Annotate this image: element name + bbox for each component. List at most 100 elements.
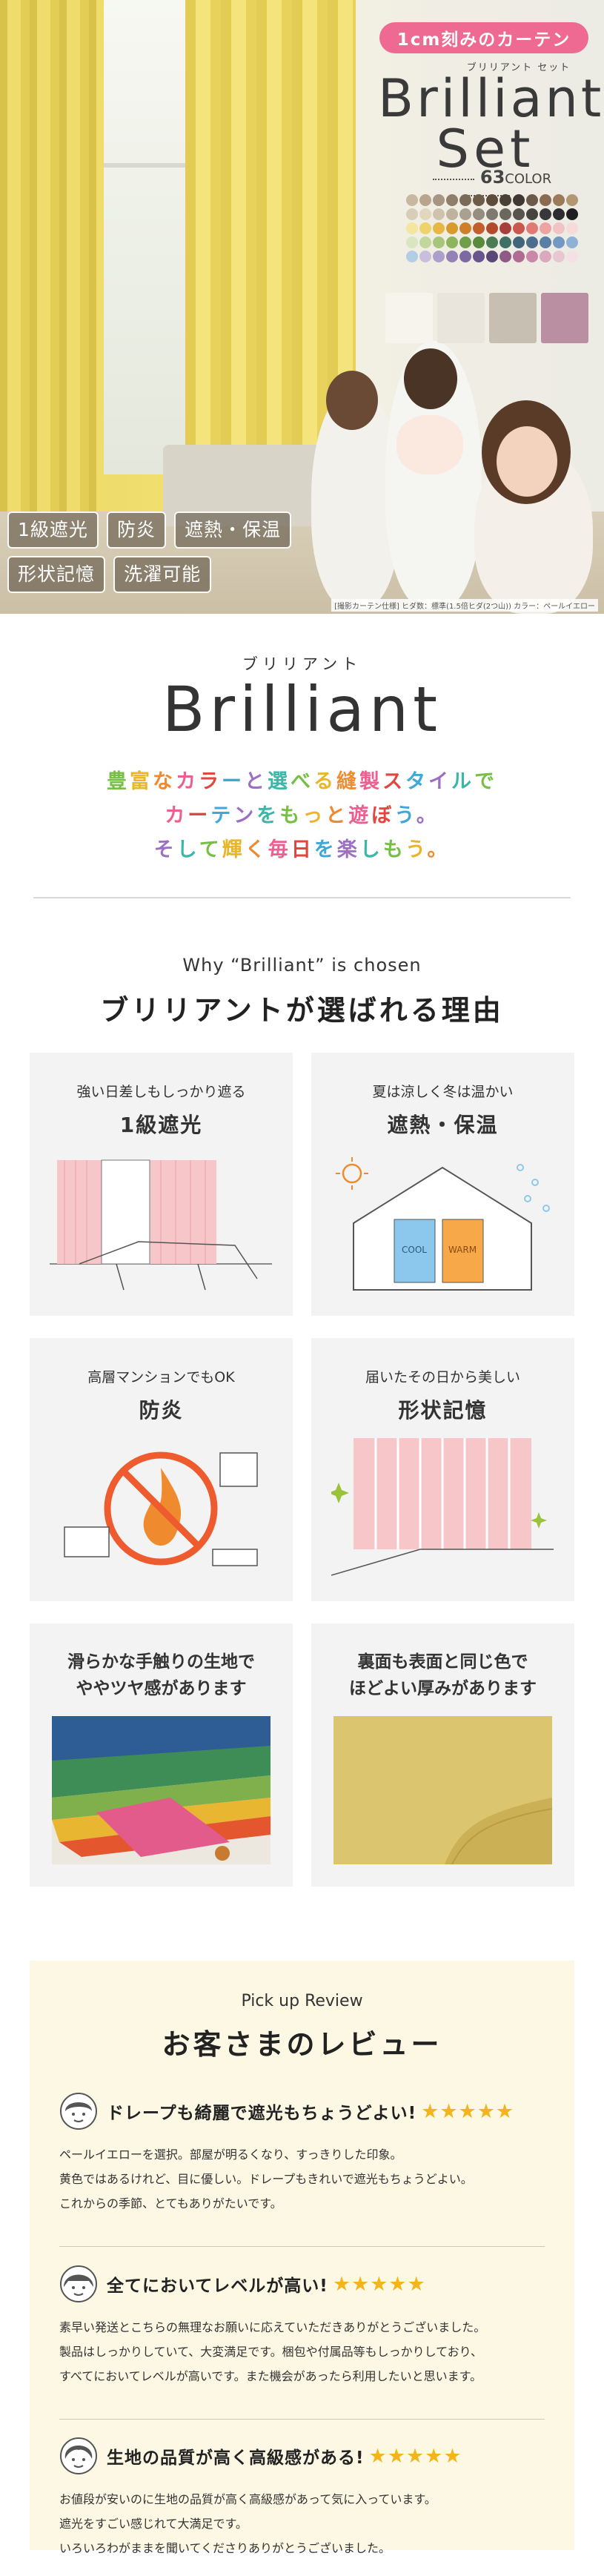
color-swatch [406, 236, 418, 248]
color-swatch [406, 222, 418, 234]
why-heading-en: Why “Brilliant” is chosen [182, 955, 422, 976]
color-swatch [500, 208, 511, 220]
fabric-sample [437, 293, 485, 343]
description-line: 裏面も表面と同じ色で [357, 1652, 528, 1672]
description-line: ほどよい厚みがあります [349, 1679, 537, 1698]
hero-brand-kana: ブリリアント セット [466, 62, 571, 73]
color-swatch [446, 236, 458, 248]
color-swatch [566, 251, 578, 262]
catchcopy-char: ぼ [371, 804, 395, 827]
hero-family-father-head [404, 348, 457, 409]
catchcopy-char: 。 [416, 804, 439, 827]
feature-tag-flameproof: 防炎 [107, 511, 167, 549]
review-heading: 生地の品質が高く高級感がある! [107, 2448, 365, 2468]
reason-card-title: 形状記憶 [398, 1398, 488, 1423]
fabric-reverse-photo [333, 1716, 552, 1864]
color-swatch [433, 208, 445, 220]
review-separator [59, 2246, 545, 2247]
color-swatch [500, 236, 511, 248]
catchcopy-char: で [474, 770, 497, 793]
catchcopy-char: 日 [291, 838, 314, 861]
reason-card-shape-memory: 届いたその日から美しい 形状記憶 [311, 1338, 574, 1601]
hero-tagline-pill: 1cm刻みのカーテン [379, 22, 588, 53]
review-heading: 全てにおいてレベルが高い! [107, 2277, 328, 2296]
catchcopy-char: カ [176, 770, 199, 793]
catchcopy-char: を [313, 838, 337, 861]
catchcopy-char: カ [165, 804, 188, 827]
color-swatch [446, 194, 458, 206]
catchcopy-char: べ [291, 770, 313, 793]
hero-family-baby [396, 415, 463, 474]
reason-card-flameproof: 高層マンションでもOK 防炎 [30, 1338, 293, 1601]
photo-caption: [撮影カーテン仕様] ヒダ数：標準(1.5倍ヒダ(2つ山)) カラー：ペールイエ… [331, 599, 598, 612]
color-swatch [540, 194, 551, 206]
reason-card-subtitle: 高層マンションでもOK [87, 1369, 235, 1385]
color-swatch [419, 208, 431, 220]
hero-window [104, 0, 185, 474]
color-swatch-grid [406, 194, 584, 262]
hero-color-count: 63COLOR [404, 167, 574, 203]
feature-tag-shape-memory: 形状記憶 [7, 556, 106, 593]
review-line: お値段が安いのに生地の品質が高く高級感があって気に入っています。 [59, 2492, 437, 2506]
color-swatch [526, 222, 538, 234]
feature-tag-blackout: 1級遮光 [7, 511, 99, 549]
blackout-curtain-illustration [50, 1153, 272, 1297]
intro-logo: Brilliant [162, 673, 442, 746]
review-line: 素早い発送とこちらの無理なお願いに応えていただきありがとうございました。 [59, 2320, 486, 2334]
color-swatch [540, 208, 551, 220]
catchcopy-char: ス [382, 770, 405, 793]
intro-brand-kana: ブリリアント [242, 655, 362, 673]
color-swatch [500, 251, 511, 262]
rating-stars: ★★★★★ [332, 2272, 426, 2296]
catchcopy-char: 毎 [268, 838, 291, 861]
fabric-sample [385, 293, 433, 343]
catchcopy-char: を [256, 804, 280, 827]
color-swatch [473, 251, 485, 262]
hero-section: 1cm刻みのカーテン ブリリアント セット Brilliant Set 63CO… [0, 0, 604, 614]
no-fire-illustration [64, 1451, 258, 1566]
catchcopy-char: タ [405, 770, 428, 793]
warm-label: WARM [448, 1245, 477, 1255]
color-swatch [513, 222, 525, 234]
fabric-sample [489, 293, 537, 343]
catchcopy-char: ン [233, 804, 257, 827]
color-swatch [553, 194, 565, 206]
reason-card-subtitle: 夏は涼しく冬は温かい [372, 1084, 514, 1100]
catchcopy-line-1: 豊富なカラーと選べる縫製スタイルで [0, 765, 604, 794]
sparkle-icon [331, 1483, 349, 1503]
reason-card-blackout: 強い日差しもしっかり遮る 1級遮光 [30, 1053, 293, 1316]
user-avatar-icon [60, 2437, 97, 2474]
reason-card-subtitle: 届いたその日から美しい [365, 1369, 520, 1385]
catchcopy-char: 縫 [336, 770, 359, 793]
catchcopy-char: も [279, 804, 303, 827]
catchcopy-char: ー [222, 770, 245, 793]
color-swatch [473, 236, 485, 248]
color-swatch [419, 251, 431, 262]
dotted-rule [432, 179, 474, 180]
color-swatch [406, 251, 418, 262]
feature-tags: 1級遮光 防炎 遮熱・保温 形状記憶 洗濯可能 [7, 511, 304, 600]
catchcopy-char: て [199, 838, 222, 861]
reason-card-title: 防炎 [139, 1398, 184, 1423]
review-title: お客さまのレビュー [162, 2028, 442, 2061]
hero-brand-set: Set [436, 119, 535, 179]
catchcopy-char: う [394, 804, 417, 827]
catchcopy-char: し [359, 838, 383, 861]
description-line: 滑らかな手触りの生地で [67, 1652, 255, 1672]
color-swatch [446, 222, 458, 234]
color-swatch [419, 194, 431, 206]
catchcopy-char: し [176, 838, 199, 861]
color-swatch [566, 208, 578, 220]
hero-family-girl-face [497, 426, 557, 497]
catchcopy-char: 製 [359, 770, 382, 793]
color-swatch [513, 236, 525, 248]
hero-brand-name: Brilliant [378, 68, 604, 129]
color-swatch [566, 222, 578, 234]
review-line: 遮光をすごい感じれて大満足です。 [59, 2517, 248, 2531]
catchcopy-char: テ [210, 804, 234, 827]
review-section: Pick up Review お客さまのレビュー ドレープも綺麗で遮光もちょうど… [30, 1961, 574, 2555]
catchcopy-char: イ [428, 770, 451, 793]
color-swatch [419, 236, 431, 248]
color-swatch [553, 222, 565, 234]
feature-tag-thermal: 遮熱・保温 [174, 511, 292, 549]
